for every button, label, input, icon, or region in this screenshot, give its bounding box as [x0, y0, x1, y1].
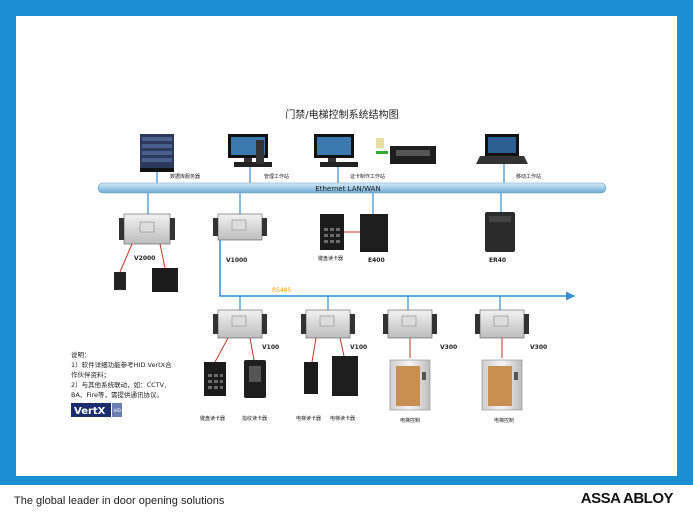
e400-keypad-reader [320, 214, 344, 250]
rs485-label: RS485 [272, 287, 292, 294]
v100a-reader-wires [214, 337, 255, 363]
e400-controller [360, 214, 388, 252]
notes-line-1: 1）软件详细功能参考HID VertX合 [71, 361, 172, 369]
v2000-reader-wires [119, 243, 166, 273]
v300-controller-board-a [383, 309, 437, 339]
elevator-reader-label-1: 电梯读卡器 [296, 415, 321, 422]
hid-logo-text: HID [114, 408, 121, 413]
keypad-reader-label: 键盘读卡器 [200, 415, 225, 422]
system-diagram: 门禁/电梯控制系统结构图 数据库服务器 管理工作站 [71, 108, 607, 424]
fingerprint-reader-label: 指纹读卡器 [242, 415, 267, 422]
notes-line-4: BA、Fire等，需提供通讯协议。 [71, 391, 164, 399]
keypad-reader-label-e400: 键盘读卡器 [318, 255, 343, 262]
elevator-control-label-2: 电梯控制 [494, 417, 514, 424]
footer-bar [0, 485, 693, 517]
footer-tagline: The global leader in door opening soluti… [14, 495, 225, 507]
management-workstation-label: 管理工作站 [264, 173, 289, 180]
elevator-car-icon-a [389, 359, 431, 411]
elevator-reader-small [304, 362, 318, 394]
v100-label-a: V100 [262, 344, 279, 351]
frame-bottom-border [0, 476, 693, 485]
elevator-reader-label-2: 电梯读卡器 [330, 415, 355, 422]
v1000-label: V1000 [226, 257, 247, 264]
management-workstation-icon [228, 134, 272, 167]
v300-controller-board-b [475, 309, 529, 339]
vertx-hid-logo: VertX HID [71, 403, 122, 417]
frame-top-border [0, 0, 693, 16]
ethernet-label: Ethernet LAN/WAN [315, 185, 380, 193]
v100-controller-board-a [213, 309, 267, 339]
notes-block: 说明： 1）软件详细功能参考HID VertX合 作伙伴资料； 2）与其他系统联… [71, 350, 191, 400]
keypad-reader-device [204, 362, 226, 396]
vertx-logo-text: VertX [74, 406, 106, 417]
notes-line-3: 2）与其他系统联动，如：CCTV、 [71, 381, 171, 389]
top-drop-lines [156, 164, 505, 183]
card-station-label: 证卡制作工作站 [350, 173, 385, 180]
v2000-controller-board [119, 213, 175, 245]
elevator-reader-large [332, 356, 358, 396]
v300-label-b: V300 [530, 344, 547, 351]
brand-logo-text: ASSA ABLOY [580, 490, 674, 507]
e400-keypad-keys [324, 228, 340, 243]
elevator-car-icon-b [481, 359, 523, 411]
e400-label: E400 [368, 257, 385, 264]
rs485-drop-lines [239, 296, 501, 310]
mobile-workstation-label: 移动工作站 [516, 173, 541, 180]
ethernet-bus [97, 182, 607, 194]
v1000-controller-board [213, 213, 267, 241]
keypad-reader-keys [208, 374, 223, 389]
er40-label: ER40 [489, 257, 506, 264]
v100-controller-board-b [301, 309, 355, 339]
bus-drop-lines [147, 193, 502, 214]
v2000-label: V2000 [134, 255, 155, 262]
v2000-reader-large [152, 268, 178, 292]
mobile-workstation-icon [476, 134, 528, 164]
frame-right-border [677, 0, 693, 485]
v2000-reader-small [114, 272, 126, 290]
v300-label-a: V300 [440, 344, 457, 351]
notes-line-2: 作伙伴资料； [71, 371, 110, 379]
frame-left-border [0, 0, 16, 485]
database-server-icon [140, 134, 174, 172]
v100-label-b: V100 [350, 344, 367, 351]
elevator-control-label-1: 电梯控制 [400, 417, 420, 424]
rs485-bus-line [219, 240, 575, 301]
database-server-label: 数据库服务器 [170, 173, 200, 180]
diagram-title: 门禁/电梯控制系统结构图 [285, 108, 398, 121]
card-station-icon [314, 134, 436, 167]
notes-heading: 说明： [71, 351, 91, 359]
v100b-reader-wires [311, 337, 345, 363]
